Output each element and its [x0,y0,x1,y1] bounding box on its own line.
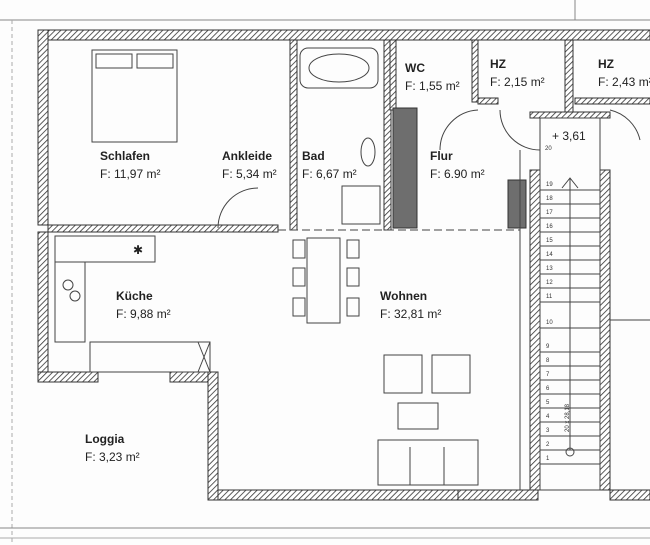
stair-dimension: 20 x 28,18 [565,403,571,432]
stair-step-number: 18 [546,196,553,202]
shower [341,185,381,225]
stair-step-number: 20 [545,146,552,152]
door-swing [217,187,259,229]
room-name: Wohnen [380,289,427,303]
room-name: HZ [490,57,506,71]
stair-step-number: 15 [546,238,553,244]
room-name: WC [405,61,425,75]
sofa [377,439,479,486]
sink [360,137,376,167]
stair-step-number: 9 [546,344,550,350]
stair-step-number: 19 [546,182,553,188]
coffee-table [397,402,439,430]
room-name: Flur [430,149,453,163]
room-area: F: 3,23 m² [85,450,140,464]
room-ankleide: Ankleide F: 5,34 m² [222,149,277,181]
room-hz: HZ F: 2,15 m² [490,57,545,89]
stair-step-number: 6 [546,386,550,392]
furniture: ✱ [54,47,641,486]
room-area: F: 11,97 m² [100,167,160,181]
extractor-icon: ✱ [133,243,143,257]
stair-step-number: 13 [546,266,553,272]
installation-shaft [392,107,418,229]
stair-step-number: 12 [546,280,553,286]
stair-step-number: 5 [546,400,550,406]
room-area: F: 2,15 m² [490,75,545,89]
room-bad: Bad F: 6,67 m² [302,149,357,181]
kitchen-counter [54,235,156,263]
dining-table [306,237,341,324]
door-swing [609,109,641,141]
room-name: Schlafen [100,149,150,163]
room-area: F: 6,67 m² [302,167,357,181]
chimney [507,179,527,229]
room-loggia: Loggia F: 3,23 m² [85,432,140,464]
stair-step-number: 17 [546,210,553,216]
room-wohnen: Wohnen F: 32,81 m² [380,289,441,321]
interior-walls [47,39,650,491]
stair-step-number: 4 [546,414,550,420]
stair-step-number: 7 [546,372,550,378]
room-labels: + 3,61 Schlafen F: 11,97 m² Ankleide F: 5,3… [85,57,650,464]
armchair [431,354,471,394]
room-area: F: 32,81 m² [380,307,441,321]
room-area: F: 5,34 m² [222,167,277,181]
room-name: Loggia [85,432,125,446]
stair-step-number: 2 [546,442,550,448]
exterior-walls [37,29,650,501]
stair-step-number: 11 [546,294,553,300]
stair-step-number: 14 [546,252,553,258]
stair-step-number: 3 [546,428,550,434]
bathtub [299,47,379,89]
room-hz: HZ F: 2,43 m² [598,57,650,89]
room-area: F: 1,55 m² [405,79,460,93]
room-area: F: 9,88 m² [116,307,171,321]
room-name: Küche [116,289,153,303]
room-wc: WC F: 1,55 m² [405,61,460,93]
room-area: F: 6.90 m² [430,167,485,181]
stair-step-number: 8 [546,358,550,364]
armchair [383,354,423,394]
room-name: Bad [302,149,325,163]
stair-step-number: 16 [546,224,553,230]
stove-icon [62,279,74,291]
stair-step-number: 1 [546,456,550,462]
door-swing [439,109,479,151]
room-schlafen: Schlafen F: 11,97 m² [100,149,160,181]
room-name: Ankleide [222,149,272,163]
staircase: 20 20 x 28,18 19181716151413121110987654… [539,117,601,491]
door-swing [499,109,541,151]
double-bed [91,49,178,143]
room-küche: Küche F: 9,88 m² [116,289,171,321]
room-flur: Flur F: 6.90 m² [430,149,485,181]
stair-step-number: 10 [546,320,553,326]
room-area: F: 2,43 m² [598,75,650,89]
level-label: + 3,61 [552,129,586,143]
room-name: HZ [598,57,614,71]
